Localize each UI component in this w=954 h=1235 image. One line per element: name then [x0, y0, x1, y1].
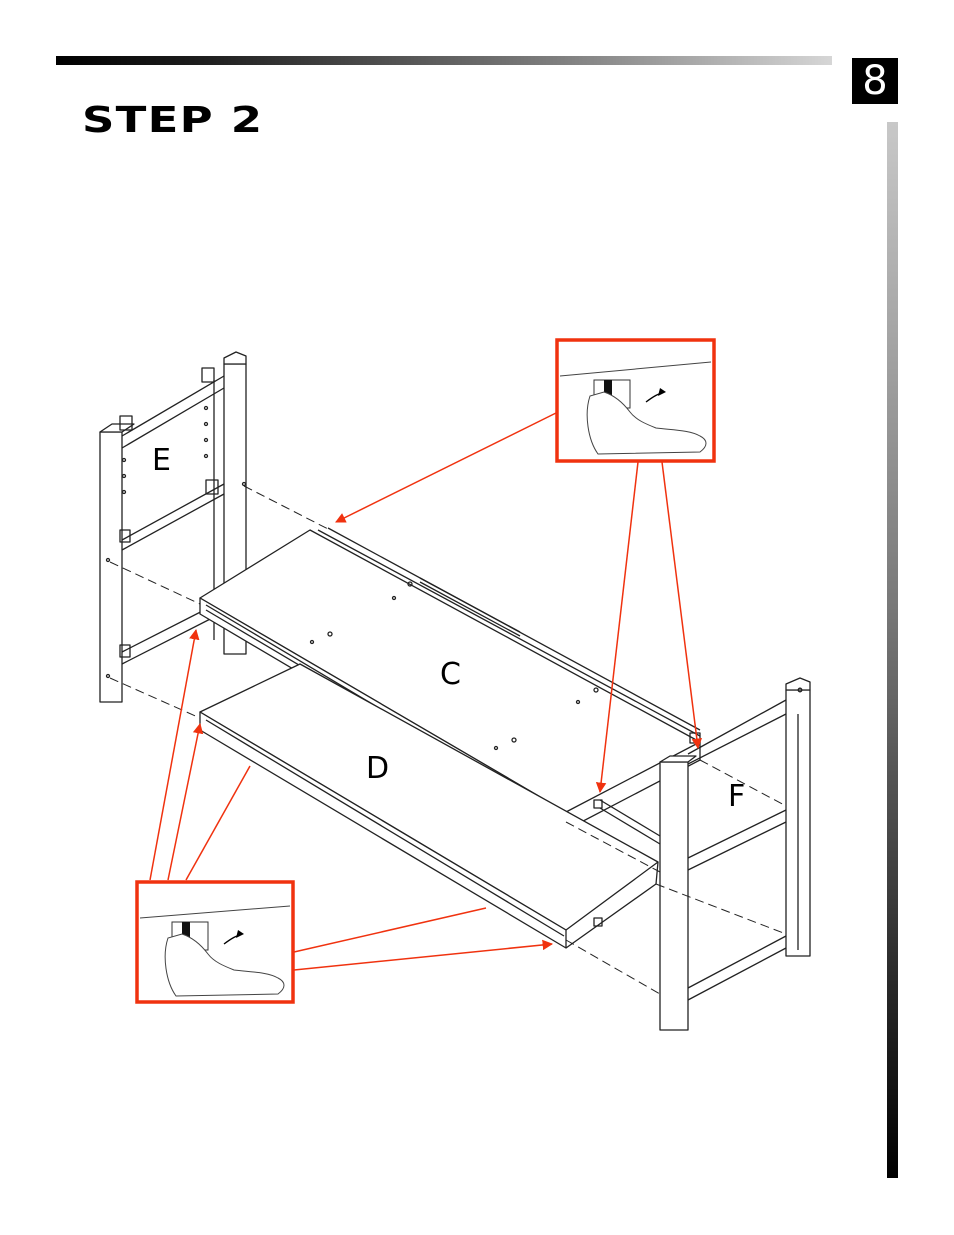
hand-latch-detail-icon [137, 882, 293, 1002]
label-c: C [440, 657, 461, 692]
label-e: E [152, 443, 171, 478]
label-d: D [366, 751, 389, 786]
hand-latch-detail-icon [557, 340, 714, 461]
label-f: F [728, 779, 745, 814]
panel-e [100, 352, 246, 702]
